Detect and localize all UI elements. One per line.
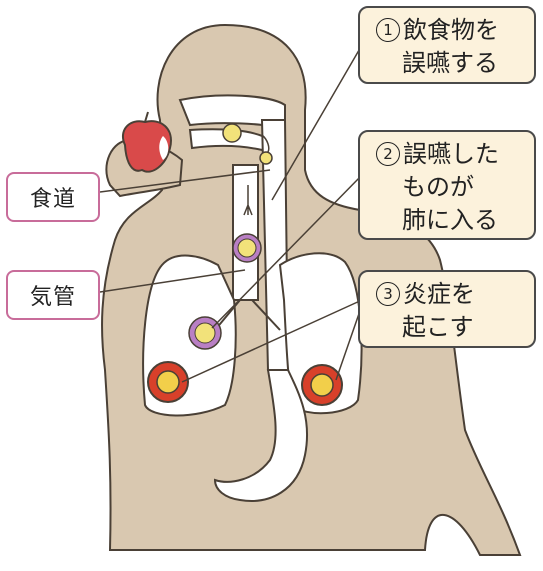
step-2-text1: 誤嚥した (403, 140, 499, 168)
step-3-text1: 炎症を (403, 280, 475, 308)
step-2-number: 2 (376, 142, 400, 166)
step-2-text2: ものが (402, 173, 474, 201)
apple-icon (122, 111, 172, 173)
right-lung (278, 252, 363, 415)
oral-cavity (178, 94, 286, 132)
trachea-tube (232, 164, 259, 301)
aspirated-particle-icon (188, 233, 262, 350)
step-1-text2: 誤嚥する (402, 49, 498, 77)
trachea-label-text: 気管 (29, 285, 76, 310)
germ-icon (147, 361, 343, 406)
step-1-number: 1 (376, 18, 400, 42)
trachea-label: 気管 (6, 270, 100, 320)
step-3-number: 3 (376, 282, 400, 306)
step-3-text2: 起こす (402, 313, 474, 341)
step-2-text3: 肺に入る (402, 206, 498, 234)
stomach (213, 369, 309, 502)
food-particle-icon (222, 123, 273, 216)
esophagus-label-text: 食道 (29, 187, 76, 212)
step-1-text1: 飲食物を (403, 16, 499, 44)
pointer-lines (99, 44, 363, 383)
esophagus-label: 食道 (6, 172, 100, 222)
